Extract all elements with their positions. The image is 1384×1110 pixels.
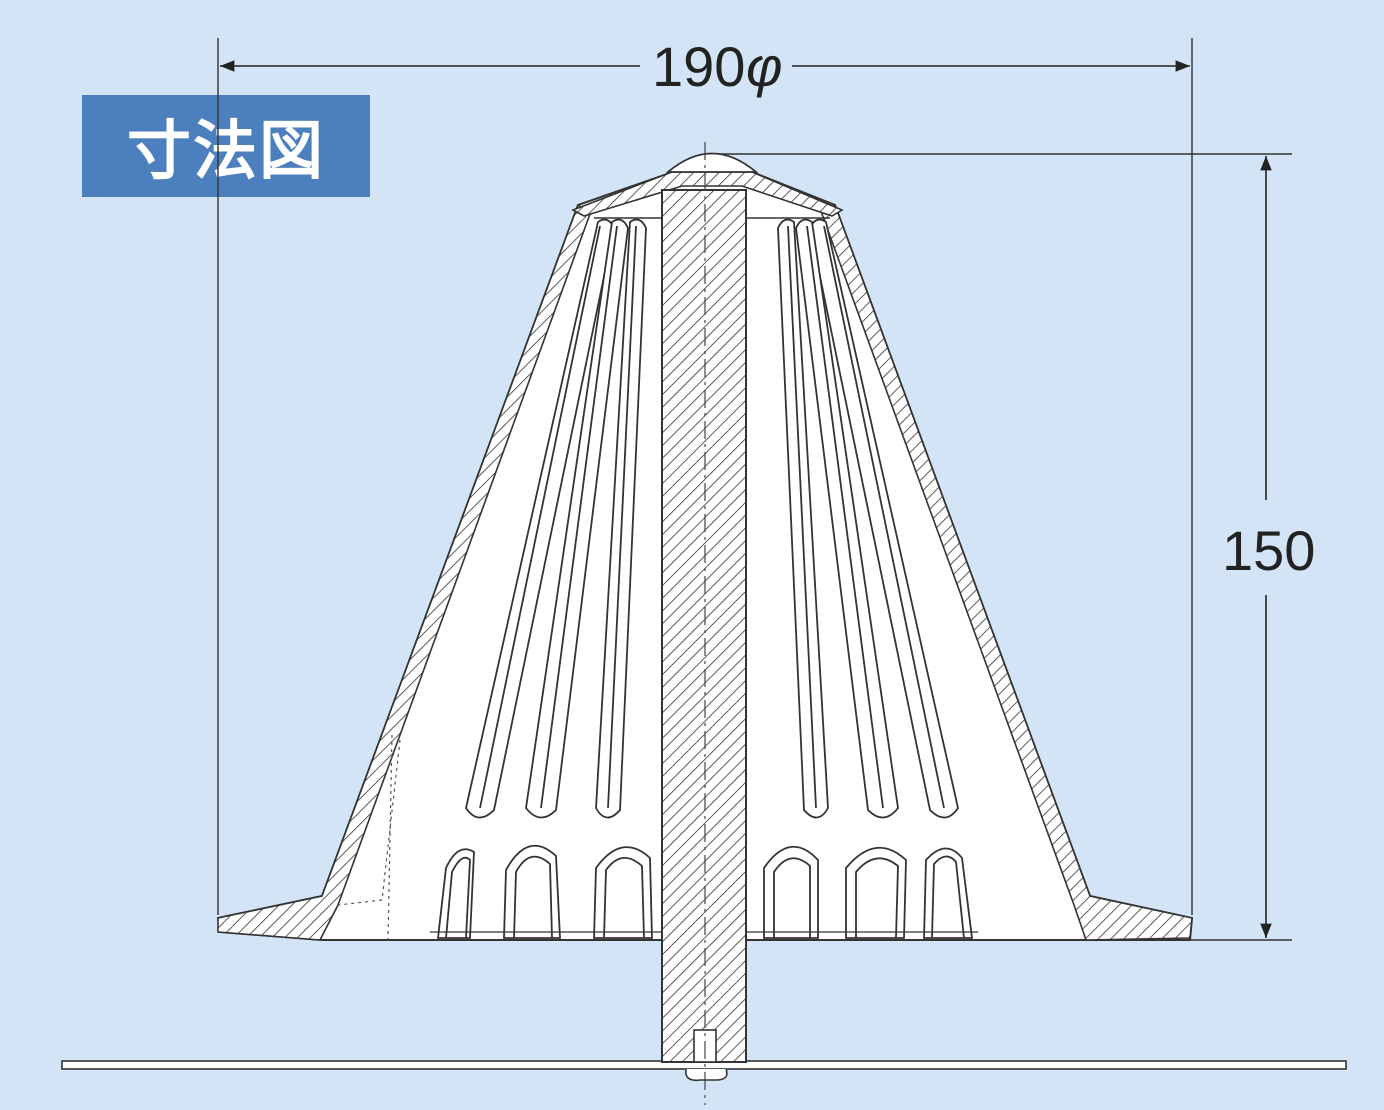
diameter-symbol: φ: [746, 35, 783, 98]
upper-ribs-left: [465, 218, 647, 819]
title-badge-label: 寸法図: [127, 115, 325, 189]
center-bolt: [661, 189, 747, 1082]
height-dimension: 150: [1222, 156, 1315, 938]
diameter-value: 190: [652, 35, 745, 98]
lower-openings: [430, 845, 978, 939]
diameter-dimension: 190 φ: [220, 35, 1190, 98]
upper-ribs-right: [777, 218, 959, 819]
title-badge: 寸法図: [82, 95, 370, 197]
height-value: 150: [1222, 519, 1315, 582]
